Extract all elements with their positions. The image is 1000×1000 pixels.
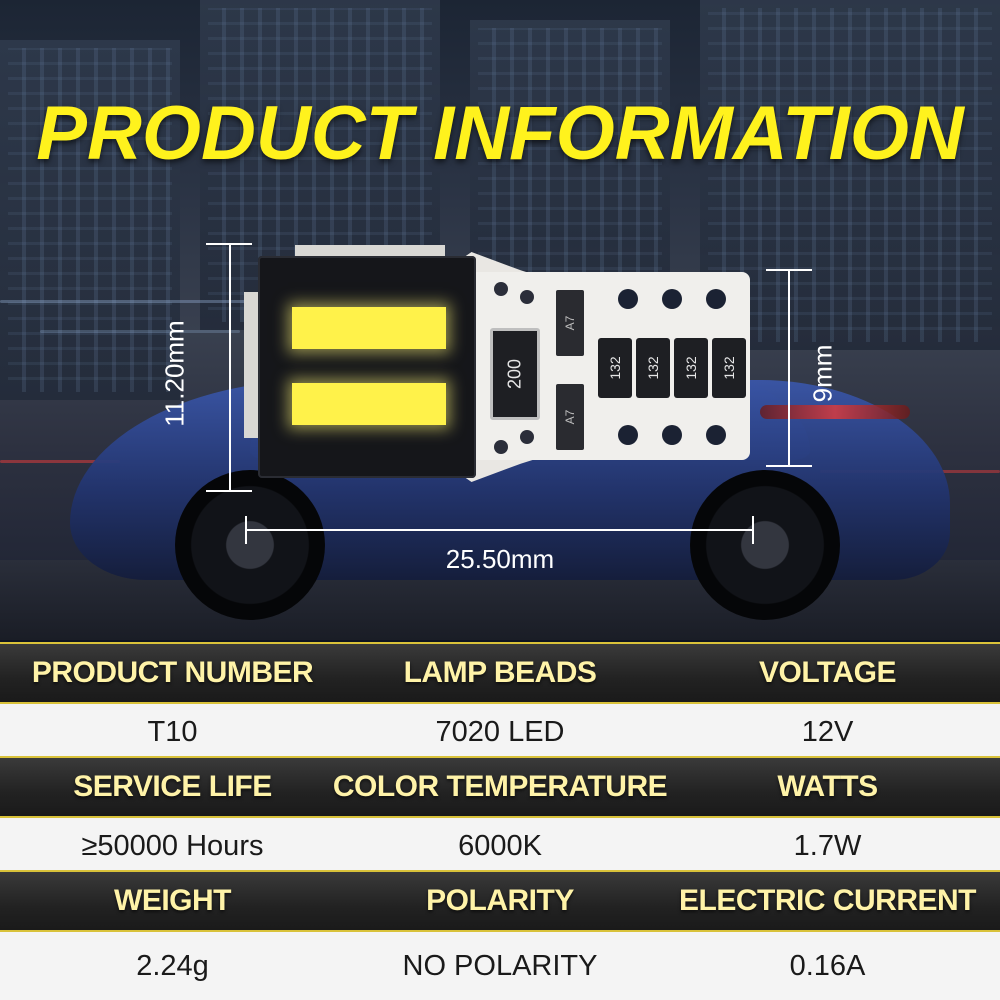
spec-header-service-life: SERVICE LIFE <box>73 770 272 803</box>
pcb-resistor: 132 <box>598 338 632 398</box>
spec-header-weight: WEIGHT <box>114 884 232 917</box>
car-wheel-rear <box>690 470 840 620</box>
light-streak <box>0 460 120 463</box>
pcb-resistor-label: 132 <box>721 356 737 380</box>
pcb-hole <box>662 425 682 445</box>
pcb-diode-label: A7 <box>563 409 577 425</box>
pcb-height-dimension-tick-top <box>766 269 812 271</box>
background-building <box>470 20 670 320</box>
pcb-height-dimension-label: 9mm <box>807 344 838 403</box>
height-dimension-line <box>229 244 231 492</box>
spec-header-row: SERVICE LIFE COLOR TEMPERATURE WATTS <box>0 756 1000 818</box>
spec-value-lamp-beads: 7020 LED <box>435 715 565 748</box>
spec-value-electric-current: 0.16A <box>789 949 866 982</box>
pcb-height-dimension-line <box>788 270 790 466</box>
spec-value-voltage: 12V <box>801 715 854 748</box>
spec-header-polarity: POLARITY <box>426 884 574 917</box>
spec-header-color-temperature: COLOR TEMPERATURE <box>332 770 668 803</box>
spec-value-polarity: NO POLARITY <box>402 949 598 982</box>
width-dimension-tick-left <box>245 516 247 544</box>
height-dimension-tick-top <box>206 243 252 245</box>
light-streak <box>40 330 240 333</box>
pcb-resistor: 132 <box>674 338 708 398</box>
pcb-chip: 200 <box>490 328 540 420</box>
led-chip-bottom <box>292 383 446 425</box>
page-title: PRODUCT INFORMATION <box>36 91 964 176</box>
bulb-led-housing <box>258 256 476 478</box>
spec-value-row: T10 7020 LED 12V <box>0 704 1000 760</box>
pcb-resistor: 132 <box>636 338 670 398</box>
car-wheel-front <box>175 470 325 620</box>
spec-header-product-number: PRODUCT NUMBER <box>31 656 314 689</box>
pcb-pad <box>494 282 508 296</box>
spec-table: PRODUCT NUMBER LAMP BEADS VOLTAGE T10 70… <box>0 640 1000 1000</box>
bulb-cap-edge <box>244 292 262 438</box>
spec-header-row: PRODUCT NUMBER LAMP BEADS VOLTAGE <box>0 642 1000 704</box>
spec-header-electric-current: ELECTRIC CURRENT <box>679 884 977 917</box>
spec-value-row: ≥50000 Hours 6000K 1.7W <box>0 818 1000 874</box>
pcb-hole <box>706 425 726 445</box>
car-taillight <box>760 405 910 419</box>
height-dimension-tick-bottom <box>206 490 252 492</box>
spec-header-row: WEIGHT POLARITY ELECTRIC CURRENT <box>0 870 1000 932</box>
height-dimension-label: 11.20mm <box>159 320 190 427</box>
pcb-diode-top: A7 <box>556 290 584 356</box>
width-dimension-tick-right <box>752 516 754 544</box>
spec-value-row: 2.24g NO POLARITY 0.16A <box>0 932 1000 1000</box>
bulb-cap-top <box>295 245 445 259</box>
spec-header-voltage: VOLTAGE <box>758 656 897 689</box>
pcb-pad <box>494 440 508 454</box>
pcb-pad <box>520 290 534 304</box>
spec-value-weight: 2.24g <box>136 949 209 982</box>
spec-header-lamp-beads: LAMP BEADS <box>403 656 597 689</box>
pcb-resistor-label: 132 <box>607 356 623 380</box>
pcb-pad <box>520 430 534 444</box>
width-dimension-label: 25.50mm <box>445 544 555 574</box>
pcb-hole <box>706 289 726 309</box>
light-streak <box>0 300 260 303</box>
spec-value-product-number: T10 <box>147 715 198 748</box>
pcb-resistor: 132 <box>712 338 746 398</box>
background-building <box>700 0 1000 350</box>
pcb-diode-bottom: A7 <box>556 384 584 450</box>
pcb-resistor-label: 132 <box>683 356 699 380</box>
width-dimension-line <box>246 529 754 531</box>
pcb-chip-label: 200 <box>504 358 525 390</box>
pcb-hole <box>662 289 682 309</box>
spec-value-service-life: ≥50000 Hours <box>81 829 264 862</box>
pcb-hole <box>618 289 638 309</box>
spec-value-watts: 1.7W <box>793 829 862 862</box>
pcb-hole <box>618 425 638 445</box>
pcb-diode-label: A7 <box>563 315 577 331</box>
pcb-resistor-label: 132 <box>645 356 661 380</box>
pcb-height-dimension-tick-bottom <box>766 465 812 467</box>
spec-value-color-temperature: 6000K <box>458 829 542 862</box>
led-chip-top <box>292 307 446 349</box>
spec-header-watts: WATTS <box>777 770 878 803</box>
background-building <box>0 40 180 400</box>
